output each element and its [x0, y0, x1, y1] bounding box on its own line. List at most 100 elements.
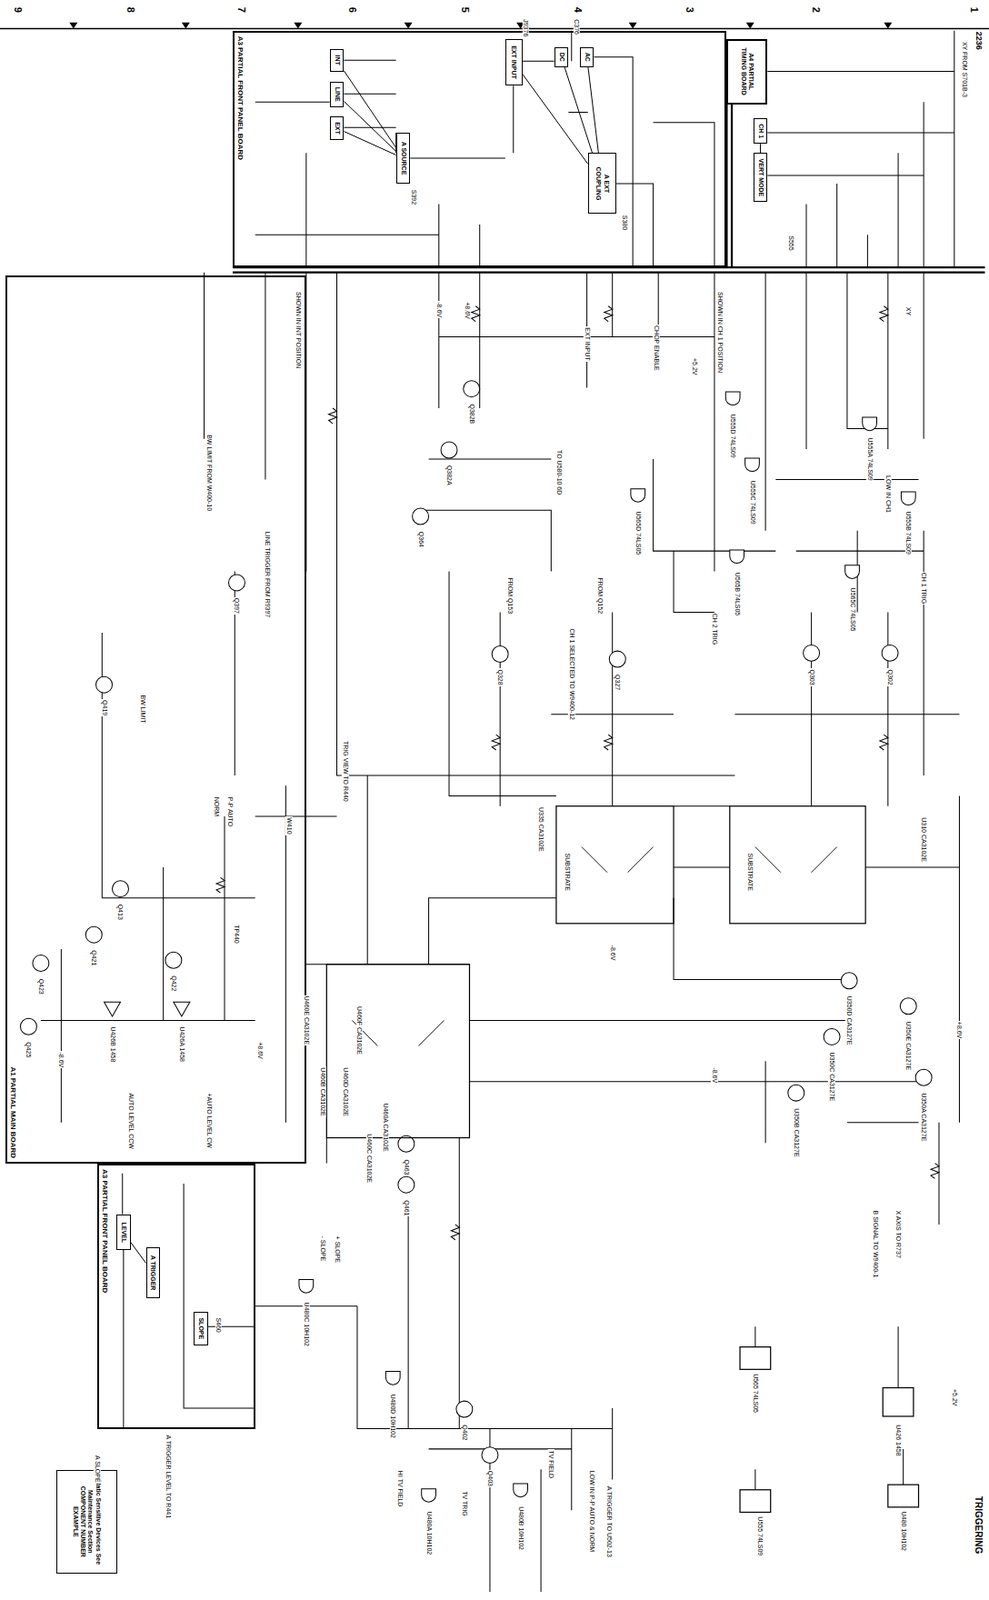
node-text: A3 PARTIAL FRONT PANEL BOARD [100, 1168, 110, 1294]
schematic-label: U480A 10H102 [425, 1510, 433, 1556]
ic-internal [351, 847, 837, 1047]
schematic-label: U350A CA3127E [919, 1091, 928, 1142]
wire-connector [522, 74, 589, 165]
transistor-symbol [840, 972, 858, 989]
schematic-label: Q302 [886, 668, 894, 686]
schematic-label: S555 [787, 234, 795, 251]
grid-tick [69, 22, 892, 30]
schematic-label: U310 CA3102E [919, 816, 928, 863]
schematic-label: SUBSTRATE [563, 852, 571, 893]
connector-box: EXT INPUT [505, 39, 523, 87]
schematic-label: U426A 1458 [178, 1025, 186, 1063]
switch-box: A TRIGGER [146, 1247, 161, 1299]
schematic-label: U555D 74LS09 [729, 413, 737, 460]
schematic-label: 9 [12, 6, 24, 14]
schematic-label: CH 1 TRIG [919, 571, 928, 606]
schematic-label: U555C 74LS09 [749, 479, 757, 526]
schematic-label: U460A CA3102E [382, 1102, 390, 1153]
grid-line [0, 28, 989, 30]
schematic-label: 5 [459, 6, 471, 14]
schematic-label: Q327 [613, 673, 621, 691]
transistor-symbol [229, 574, 246, 591]
schematic-label: CH 1 SELECTED TO W9400-12 [568, 628, 576, 722]
schematic-label: P-P AUTO [226, 796, 234, 828]
schematic-label: U555 74LS09 [757, 1515, 765, 1557]
node-text: LEVEL [119, 1220, 128, 1244]
schematic-label: U565 74LS05 [751, 1372, 760, 1414]
schematic-label: TV FIELD [547, 1448, 555, 1479]
node-text: A EXT COUPLING [594, 156, 610, 210]
wire [40, 30, 960, 1592]
node-text: EXT [333, 120, 341, 136]
schematic-label: U480 10H102 [899, 1510, 908, 1552]
pinout-symbol [882, 1388, 914, 1417]
transistor-symbol [19, 380, 932, 1464]
node-text: A3 PARTIAL FRONT PANEL BOARD [236, 35, 245, 161]
schematic-label: TV TRIG [460, 1489, 469, 1517]
node-text: INT [333, 54, 341, 67]
schematic-label: Q463 [402, 1158, 410, 1176]
schematic-label: BW LIMIT [139, 694, 147, 725]
schematic-label: U555B 74LS09 [904, 509, 912, 555]
node-text: A TRIGGER [149, 1254, 157, 1292]
schematic-label: A TRIGGER TO U502-13 [605, 1485, 613, 1559]
schematic-label: LOW IN CH1 [884, 474, 892, 514]
board-outline: A3 PARTIAL FRONT PANEL BOARD LEVEL A TRIGG… [97, 1163, 256, 1429]
board-outline: A3 PARTIAL FRONT PANEL BOARDEXT INPUTACD… [232, 30, 727, 268]
schematic-label: Q303 [808, 668, 816, 686]
schematic-label: U565C 74LS05 [849, 587, 857, 633]
schematic-label: NORM [212, 796, 220, 818]
schematic-label: W410 [285, 816, 293, 835]
schematic-label: -8.6V [609, 944, 617, 962]
schematic-label: LINE TRIGGER FROM R9397 [263, 530, 271, 619]
schematic-label: U565D 74LS05 [634, 509, 642, 556]
transistor-symbol [481, 1447, 499, 1464]
schematic-label: SHOWN IN INT POSITION [294, 290, 302, 370]
schematic-label: +8.6V [956, 1020, 964, 1040]
schematic-label: XY FROM S701B-3 [960, 40, 969, 99]
schematic-label: Q423 [37, 978, 45, 996]
schematic-label: Q402 [460, 1423, 469, 1441]
schematic-label: Q419 [100, 699, 109, 717]
schematic-label: FROM Q152 [596, 576, 604, 615]
gate-symbol [299, 391, 916, 1502]
schematic-label: FROM Q153 [507, 576, 515, 615]
switch-box: CH 1 [753, 118, 769, 144]
transistor-symbol [881, 644, 899, 661]
schematic-label: Q403 [486, 1469, 494, 1488]
schematic-label: X AXIS TO R737 [894, 1209, 902, 1259]
ic-outline [729, 806, 866, 924]
schematic-label: U480C 10H102 [302, 1301, 310, 1348]
schematic-label: A SLOPE [93, 1454, 101, 1484]
schematic-label: Q397 [233, 597, 241, 615]
transistor-symbol [803, 644, 820, 661]
transistor-symbol [463, 380, 480, 398]
schematic-label: 4 [571, 6, 583, 14]
ic-outline [326, 964, 470, 1139]
transistor-symbol [788, 1084, 805, 1101]
schematic-label: TO U580-10 6D [555, 449, 563, 496]
switch-box: LEVEL [116, 1214, 131, 1250]
schematic-label: +AUTO LEVEL CW [205, 1091, 213, 1149]
schematic-label: Q382B [468, 403, 476, 426]
node-text: VERT MODE [756, 158, 764, 199]
switch-box: A EXT COUPLING [588, 152, 617, 214]
pinout-symbol [739, 1347, 771, 1370]
transistor-symbol [440, 441, 458, 459]
schematic-label: XY [904, 306, 912, 317]
wire-connector [343, 131, 396, 156]
transistor-symbol [165, 951, 182, 969]
schematic-label: EXT INPUT [583, 326, 591, 361]
schematic-label: U460E CA3102E [302, 995, 310, 1046]
schematic-label: Q425 [25, 1040, 33, 1059]
transistor-symbol [412, 508, 430, 525]
schematic-label: U460D CA3102E [341, 1066, 350, 1118]
pinout-symbol [739, 1489, 771, 1513]
transistor-symbol [823, 1028, 840, 1045]
opamp-symbol [104, 1001, 190, 1017]
schematic-label: Q328 [496, 668, 504, 686]
schematic-label: U565B 74LS05 [733, 571, 741, 617]
transistor-symbol [899, 998, 917, 1015]
